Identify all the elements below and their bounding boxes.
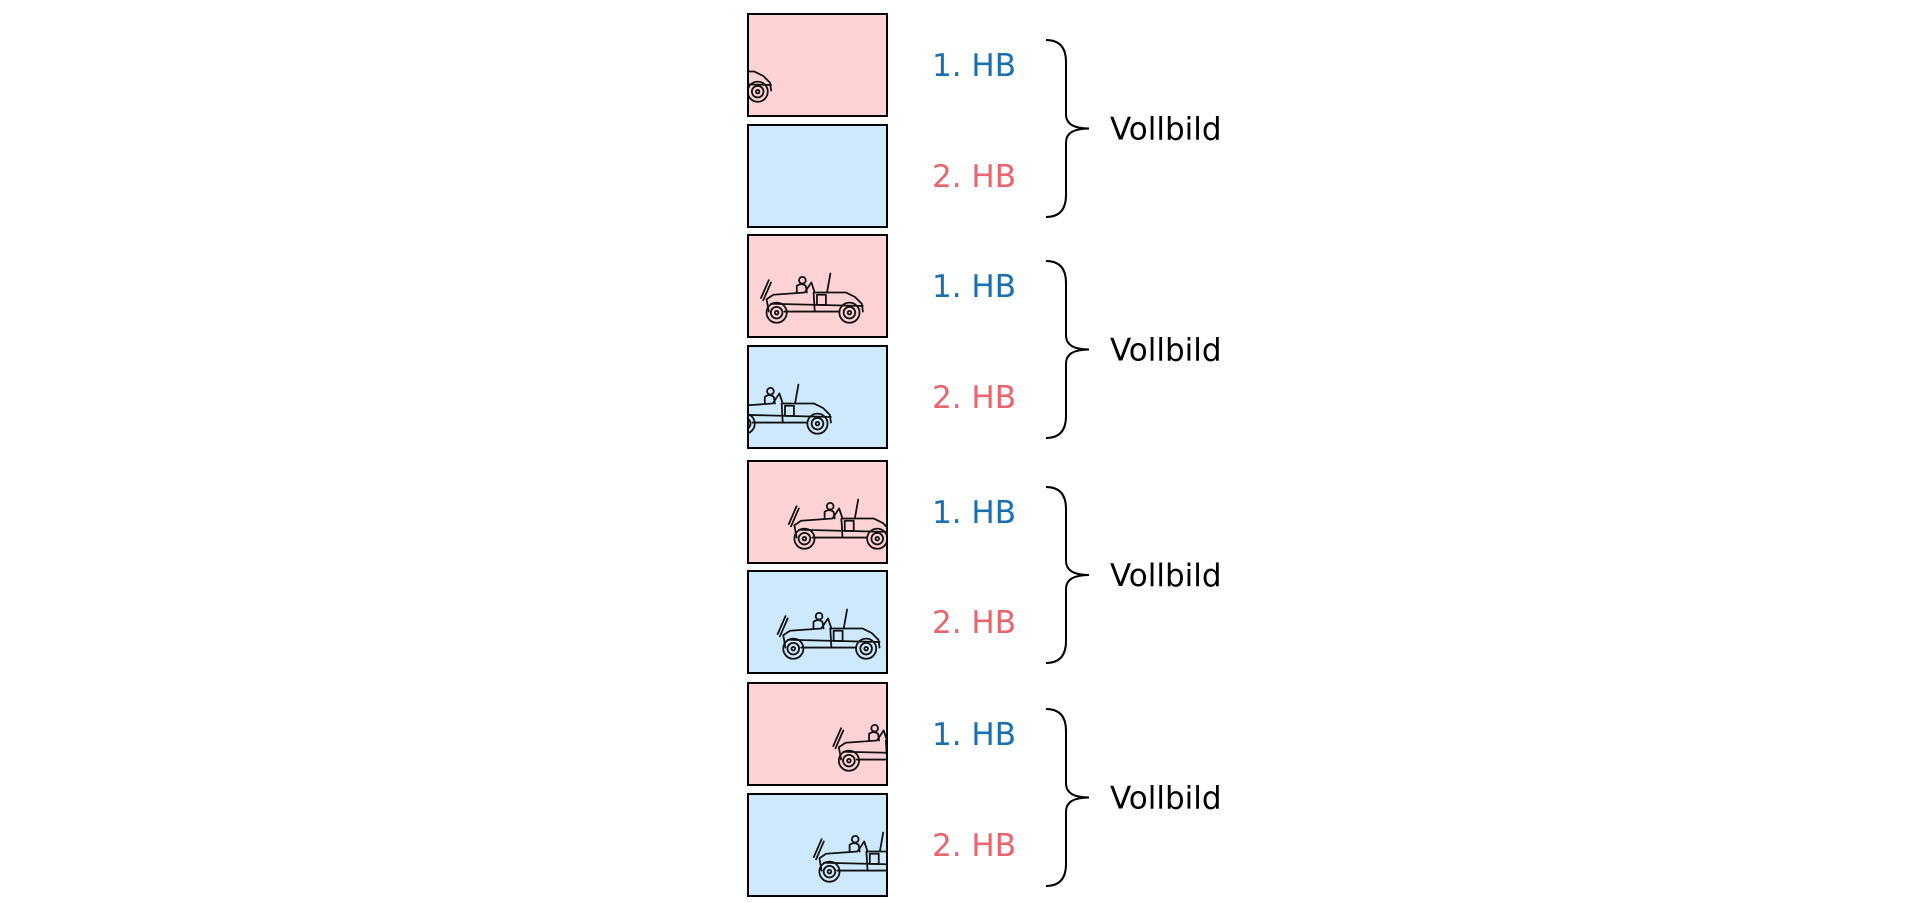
full-frame-group: 1. HB 2. HB Vollbild bbox=[747, 682, 1222, 897]
half-frame-box bbox=[748, 571, 887, 673]
half-frame-border bbox=[747, 124, 888, 228]
half-frame: 2. HB bbox=[747, 793, 1016, 897]
half-frame-border bbox=[747, 345, 888, 449]
full-frame-label: Vollbild bbox=[1110, 333, 1222, 369]
full-frame-group: 1. HB 2. HB Vollbild bbox=[747, 234, 1222, 449]
frame-brace bbox=[1045, 39, 1090, 218]
half-frame: 1. HB bbox=[747, 460, 1016, 564]
half-frame-box bbox=[748, 683, 887, 785]
half-frame-box bbox=[748, 346, 887, 448]
frame-brace bbox=[1045, 260, 1090, 439]
half-frame-box bbox=[748, 14, 887, 116]
half-frame-box bbox=[748, 461, 887, 563]
full-frame-group: 1. HB 2. HB Vollbild bbox=[641, 13, 1222, 228]
half-frame-border bbox=[747, 13, 888, 117]
full-frame-label: Vollbild bbox=[1110, 558, 1222, 594]
half-frame: 2. HB bbox=[747, 570, 1016, 674]
first-field-label: 1. HB bbox=[932, 48, 1016, 84]
half-frame-border bbox=[747, 682, 888, 786]
second-field-label: 2. HB bbox=[932, 159, 1016, 195]
half-frame-box bbox=[748, 235, 887, 337]
first-field-label: 1. HB bbox=[932, 269, 1016, 305]
first-field-label: 1. HB bbox=[932, 717, 1016, 753]
half-frame: 1. HB bbox=[747, 682, 1016, 786]
second-field-label: 2. HB bbox=[932, 380, 1016, 416]
half-frame-box bbox=[748, 794, 887, 896]
half-frame: 1. HB bbox=[747, 13, 1016, 117]
half-frame-border bbox=[747, 234, 888, 338]
half-frame: 1. HB bbox=[747, 234, 1016, 338]
half-frame-border bbox=[747, 460, 888, 564]
vintage-car-icon bbox=[641, 163, 743, 212]
first-field-label: 1. HB bbox=[932, 495, 1016, 531]
full-frame-group: 1. HB 2. HB Vollbild bbox=[747, 460, 1222, 674]
half-frame-border bbox=[747, 793, 888, 897]
frame-brace bbox=[1045, 486, 1090, 664]
frame-brace bbox=[1045, 708, 1090, 887]
second-field-label: 2. HB bbox=[932, 828, 1016, 864]
second-field-label: 2. HB bbox=[932, 605, 1016, 641]
full-frame-label: Vollbild bbox=[1110, 112, 1222, 148]
half-frame-border bbox=[747, 570, 888, 674]
half-frame: 2. HB bbox=[747, 345, 1016, 449]
half-frame-box bbox=[748, 125, 887, 227]
full-frame-label: Vollbild bbox=[1110, 781, 1222, 817]
half-frame: 2. HB bbox=[641, 124, 1016, 228]
